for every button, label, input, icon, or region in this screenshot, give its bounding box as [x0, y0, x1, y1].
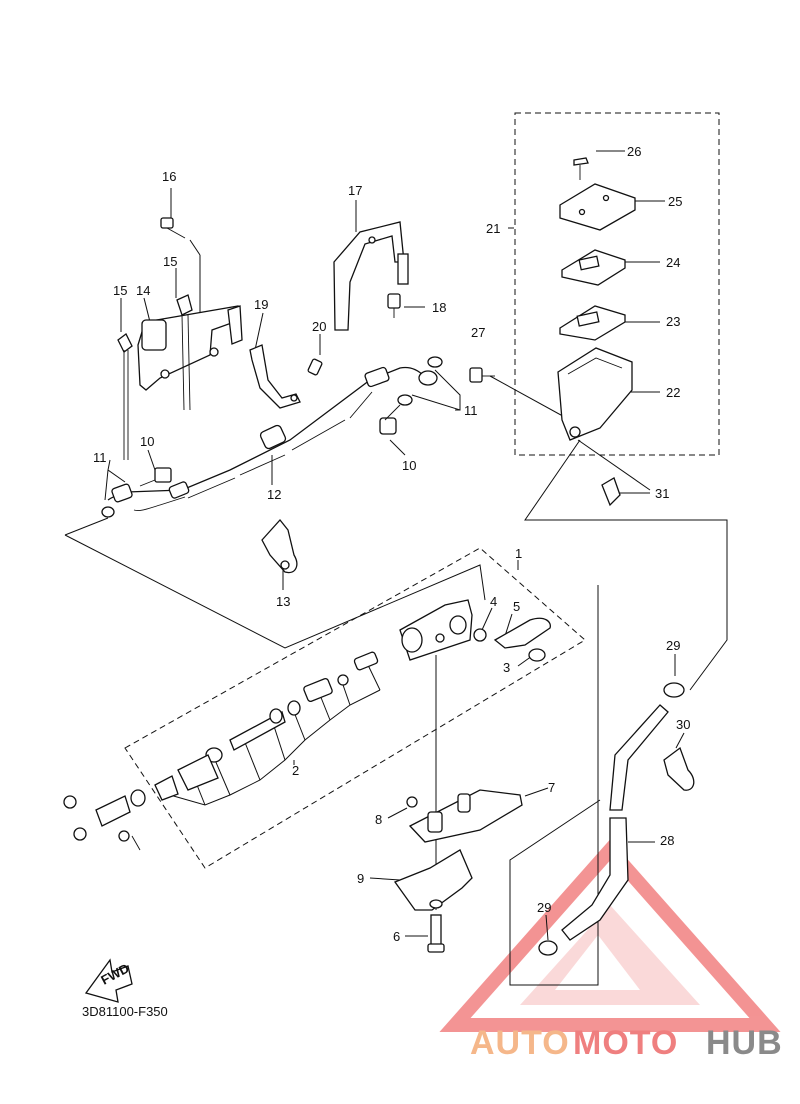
label-8: 8: [375, 812, 382, 827]
clamp-13: [261, 518, 298, 574]
label-11b: 11: [464, 403, 478, 418]
watermark-part3: HUB: [706, 1024, 783, 1062]
label-16: 16: [162, 169, 176, 184]
label-21: 21: [486, 221, 500, 236]
label-23: 23: [666, 314, 680, 329]
label-1: 1: [515, 546, 522, 561]
label-9: 9: [357, 871, 364, 886]
label-15a: 15: [113, 283, 127, 298]
label-13: 13: [276, 594, 290, 609]
watermark-text: AUTO MOTO HUB: [470, 1024, 783, 1062]
label-10b: 10: [402, 458, 416, 473]
label-26: 26: [627, 144, 641, 159]
label-15b: 15: [163, 254, 177, 269]
label-10a: 10: [140, 434, 154, 449]
label-27: 27: [471, 325, 485, 340]
master-cylinder-parts: [63, 599, 551, 851]
label-4: 4: [490, 594, 497, 609]
bracket-19: [249, 344, 323, 409]
reservoir-parts: [469, 157, 636, 441]
label-18: 18: [432, 300, 446, 315]
label-29a: 29: [666, 638, 680, 653]
reservoir-group-box: [514, 112, 720, 456]
brake-hose: [101, 356, 443, 518]
diagram-code: 3D81100-F350: [82, 1004, 168, 1019]
label-28: 28: [660, 833, 674, 848]
bolts-10: [139, 404, 401, 487]
label-24: 24: [666, 255, 680, 270]
label-31: 31: [655, 486, 669, 501]
label-6: 6: [393, 929, 400, 944]
label-3: 3: [503, 660, 510, 675]
hose-28: [538, 682, 695, 956]
watermark-part1: AUTO: [470, 1024, 570, 1062]
label-25: 25: [668, 194, 682, 209]
label-11a: 11: [93, 450, 107, 465]
clip-31: [601, 477, 621, 507]
label-29b: 29: [537, 900, 551, 915]
fwd-arrow-icon: FWD: [84, 958, 133, 1003]
lower-brackets: [393, 789, 523, 953]
master-cylinder-group-box: [124, 547, 586, 869]
watermark-part2: MOTO: [573, 1024, 678, 1062]
bracket-14: [117, 217, 243, 460]
label-7: 7: [548, 780, 555, 795]
label-12: 12: [267, 487, 281, 502]
label-20: 20: [312, 319, 326, 334]
label-19: 19: [254, 297, 268, 312]
label-17: 17: [348, 183, 362, 198]
label-14: 14: [136, 283, 150, 298]
label-5: 5: [513, 599, 520, 614]
bracket-17: [333, 221, 409, 331]
part-labels: 1 2 3 4 5 6 7 8 9 10 10 11 11 12 13 14 1…: [93, 144, 690, 944]
label-2: 2: [292, 763, 299, 778]
label-30: 30: [676, 717, 690, 732]
label-22: 22: [666, 385, 680, 400]
